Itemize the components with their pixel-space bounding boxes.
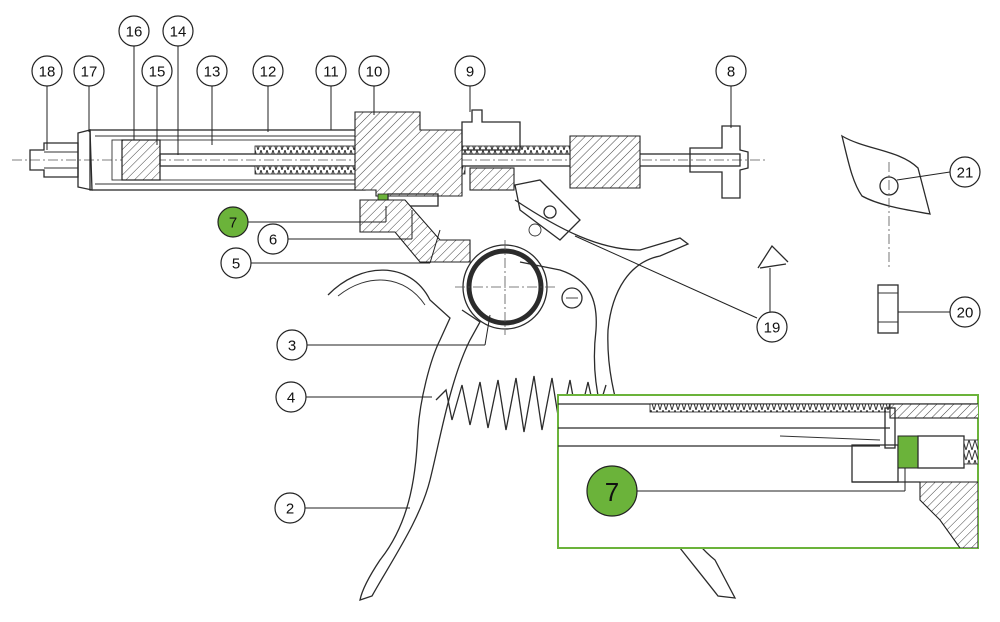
callout-9: 9	[454, 55, 486, 87]
svg-text:20: 20	[957, 305, 974, 322]
svg-text:7: 7	[605, 477, 619, 507]
svg-text:9: 9	[466, 64, 474, 81]
callout-20: 20	[949, 296, 981, 328]
collar	[461, 109, 521, 151]
inset-part-7-highlight	[897, 435, 919, 469]
trigger-catch	[514, 179, 581, 241]
svg-text:17: 17	[81, 64, 98, 81]
svg-text:5: 5	[232, 256, 240, 273]
callout-11: 11	[315, 55, 347, 87]
leader-lines	[46, 46, 951, 509]
callout-5: 5	[220, 247, 252, 279]
svg-text:12: 12	[260, 64, 277, 81]
plunger-seal	[121, 139, 161, 181]
lower-housing	[359, 199, 471, 263]
callout-17: 17	[73, 55, 105, 87]
callout-6: 6	[257, 223, 289, 255]
callout-12: 12	[252, 55, 284, 87]
svg-text:16: 16	[126, 24, 143, 41]
svg-text:7: 7	[229, 215, 237, 232]
svg-text:3: 3	[288, 338, 296, 355]
detail-inset: 7	[557, 394, 979, 549]
callout-16: 16	[118, 15, 150, 47]
callout-4: 4	[275, 381, 307, 413]
pin-part	[877, 284, 899, 334]
clip-part	[757, 244, 789, 269]
loose-parts	[757, 134, 931, 334]
body-block	[354, 111, 463, 197]
svg-text:18: 18	[39, 64, 56, 81]
callout-21: 21	[949, 156, 981, 188]
catch-pivot	[543, 205, 557, 219]
collar-lower	[469, 167, 515, 191]
svg-text:11: 11	[323, 64, 339, 81]
barrel-assembly	[12, 109, 765, 263]
rear-guide	[569, 135, 641, 189]
svg-text:21: 21	[957, 165, 974, 182]
svg-text:19: 19	[764, 320, 781, 337]
svg-text:10: 10	[366, 64, 383, 81]
callout-18: 18	[31, 55, 63, 87]
callout-19: 19	[756, 311, 788, 343]
svg-text:2: 2	[286, 501, 294, 518]
callout-15: 15	[141, 55, 173, 87]
front-grip	[327, 269, 481, 601]
svg-text:8: 8	[727, 64, 735, 81]
callout-8: 8	[715, 55, 747, 87]
callout-14: 14	[162, 15, 194, 47]
callout-3: 3	[276, 329, 308, 361]
thumb-handle	[689, 125, 749, 199]
callout-7: 7	[217, 206, 249, 238]
pivot-screw	[561, 287, 583, 309]
callout-13: 13	[196, 55, 228, 87]
svg-text:13: 13	[204, 64, 221, 81]
svg-text:4: 4	[287, 390, 295, 407]
callout-2: 2	[274, 492, 306, 524]
callout-10: 10	[358, 55, 390, 87]
inset-callout-7: 7	[586, 465, 638, 517]
svg-text:14: 14	[170, 24, 187, 41]
plate-part	[840, 134, 931, 215]
svg-text:15: 15	[149, 64, 166, 81]
svg-text:6: 6	[269, 232, 277, 249]
